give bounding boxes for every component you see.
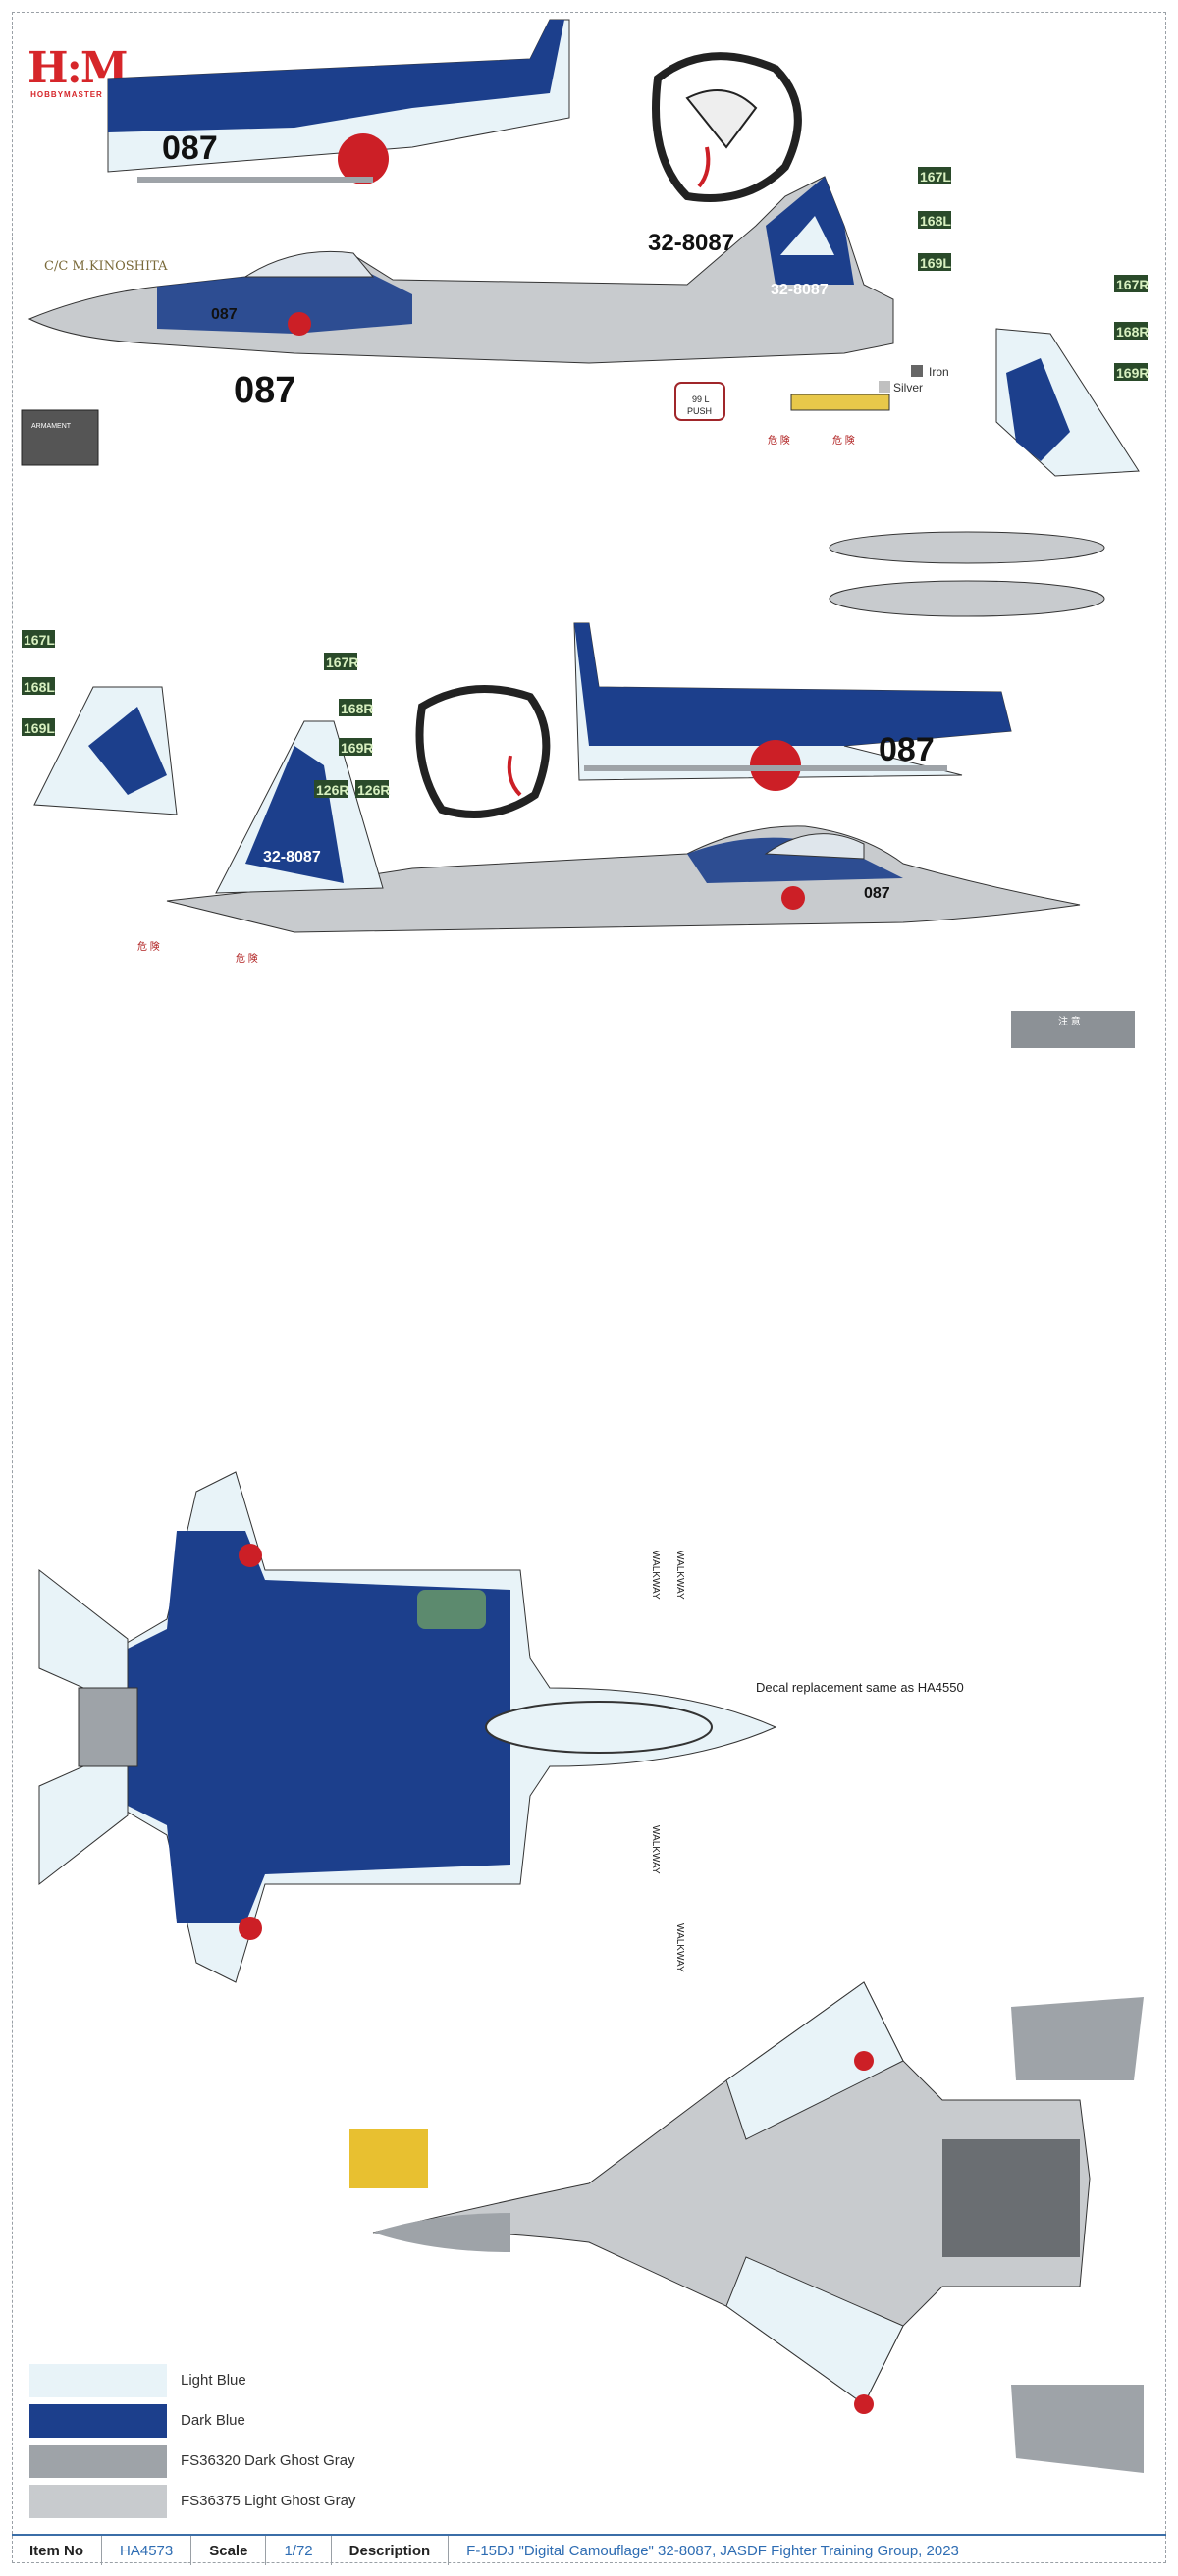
legend-swatch-dark-ghost-gray <box>29 2444 167 2478</box>
top-view <box>38 1471 777 1983</box>
yellow-warning-decal <box>349 2129 428 2188</box>
svg-text:PUSH: PUSH <box>687 406 712 416</box>
large-nose-number-decal: 087 <box>234 370 295 411</box>
tail-code-167R: 167R <box>1116 277 1149 292</box>
tail-codes-top-right: 167L 168L 169L <box>918 167 951 271</box>
logo-wordmark: HOBBYMASTER <box>30 90 103 99</box>
side-right-hinomaru <box>781 886 805 910</box>
bottom-view-hinomaru-2 <box>854 2394 874 2414</box>
armament-stencil <box>21 409 99 466</box>
walkway-label-3: WALKWAY <box>650 1825 661 1874</box>
scale-label: Scale <box>191 2536 267 2565</box>
tail-code-168R-2: 168R <box>341 701 373 716</box>
cobra-emblem-2 <box>415 685 551 818</box>
caution-panel <box>1011 1011 1135 1048</box>
replacement-note: Decal replacement same as HA4550 <box>756 1680 964 1695</box>
side-left-hinomaru <box>288 312 311 336</box>
tail-code-168L: 168L <box>920 213 951 229</box>
tail-code-168L-2: 168L <box>24 679 55 695</box>
side-right-nose-number: 087 <box>864 885 890 902</box>
warning-caution-1: 危 険 <box>768 435 790 447</box>
tail-code-168R: 168R <box>1116 324 1149 340</box>
side-left-nose-number: 087 <box>211 306 238 323</box>
legend-swatch-light-ghost-gray <box>29 2484 167 2518</box>
tail-code-169L-2: 169L <box>24 720 55 736</box>
legend-label-dark-blue: Dark Blue <box>181 2412 245 2429</box>
item-no-label: Item No <box>12 2536 103 2565</box>
legend-row-light-ghost-gray: FS36375 Light Ghost Gray <box>29 2481 355 2521</box>
warning-caution-3: 危 険 <box>137 941 160 953</box>
upper-hinomaru <box>338 133 389 184</box>
cobra-emblem-top <box>652 52 802 202</box>
drawing-frame <box>12 12 1166 2563</box>
legend-row-dark-blue: Dark Blue <box>29 2400 355 2441</box>
crew-chief-name: C/C M.KINOSHITA <box>44 259 168 274</box>
legend-label-light-blue: Light Blue <box>181 2372 246 2389</box>
stabilizer-top <box>1011 1997 1144 2080</box>
top-view-hinomaru-2 <box>239 1917 262 1940</box>
legend-label-dark-ghost-gray: FS36320 Dark Ghost Gray <box>181 2452 355 2469</box>
tail-code-167L-2: 167L <box>24 632 55 648</box>
info-footer: Item No HA4573 Scale 1/72 Description F-… <box>12 2534 1166 2565</box>
tail-code-126R-b: 126R <box>357 782 390 798</box>
upper-tail-strip: 087 <box>107 19 570 184</box>
description-label: Description <box>332 2536 450 2565</box>
fuel-tanks <box>829 531 1105 617</box>
bottom-view-hinomaru-1 <box>854 2051 874 2071</box>
stabilizer-bottom <box>1011 2385 1144 2473</box>
legend-label-light-ghost-gray: FS36375 Light Ghost Gray <box>181 2493 356 2509</box>
silver-label: Silver <box>893 381 923 394</box>
yellow-stencil-strip <box>790 394 890 411</box>
legend-swatch-light-blue <box>29 2363 167 2397</box>
side-right-tail-serial: 32-8087 <box>263 849 321 866</box>
iron-swatch <box>911 365 923 377</box>
silver-swatch <box>879 381 890 393</box>
legend-row-light-blue: Light Blue <box>29 2360 355 2400</box>
legend-row-dark-ghost-gray: FS36320 Dark Ghost Gray <box>29 2441 355 2481</box>
warning-caution-4: 危 険 <box>236 953 258 965</box>
color-legend: Light Blue Dark Blue FS36320 Dark Ghost … <box>29 2360 355 2521</box>
upper-tail-strip-2: 087 <box>573 622 1012 791</box>
tail-codes-second-right: 167R 168R 169R 126R 126R <box>314 653 390 798</box>
walkway-label-1: WALKWAY <box>650 1551 661 1600</box>
tail-code-169L: 169L <box>920 255 951 271</box>
upper-nose-number-2: 087 <box>879 731 935 768</box>
tail-code-169R: 169R <box>1116 365 1149 381</box>
tail-code-126R-a: 126R <box>316 782 348 798</box>
large-serial-decal: 32-8087 <box>648 230 734 256</box>
push-stencil-text: 99 L <box>692 394 710 404</box>
upper-nose-number: 087 <box>162 130 218 167</box>
bottom-view <box>372 1981 1144 2473</box>
tail-code-167L: 167L <box>920 169 951 184</box>
tail-code-169R-2: 169R <box>341 740 373 756</box>
caution-panel-title: 注 意 <box>1058 1015 1081 1027</box>
armament-stencil-text: ARMAMENT <box>31 423 72 430</box>
walkway-label-4: WALKWAY <box>674 1923 685 1972</box>
iron-label: Iron <box>929 365 949 379</box>
side-left-tail-serial: 32-8087 <box>771 282 829 298</box>
top-view-hinomaru-1 <box>239 1544 262 1567</box>
fin-detail-top-right: 167R 168R 169R <box>995 275 1149 477</box>
description-value: F-15DJ "Digital Camouflage" 32-8087, JAS… <box>466 2542 959 2559</box>
pylon-decal <box>417 1590 486 1629</box>
push-stencil <box>674 382 725 421</box>
scale-value: 1/72 <box>266 2536 332 2565</box>
fin-detail-2: 167L 168L 169L <box>22 630 178 815</box>
item-no-value: HA4573 <box>102 2536 192 2565</box>
warning-caution-2: 危 険 <box>832 435 855 447</box>
side-profile-left: 087 32-8087 <box>27 176 894 364</box>
side-profile-right: 087 32-8087 <box>166 720 1081 933</box>
walkway-label-2: WALKWAY <box>674 1551 685 1600</box>
tail-code-167R-2: 167R <box>326 655 358 670</box>
legend-swatch-dark-blue <box>29 2403 167 2438</box>
